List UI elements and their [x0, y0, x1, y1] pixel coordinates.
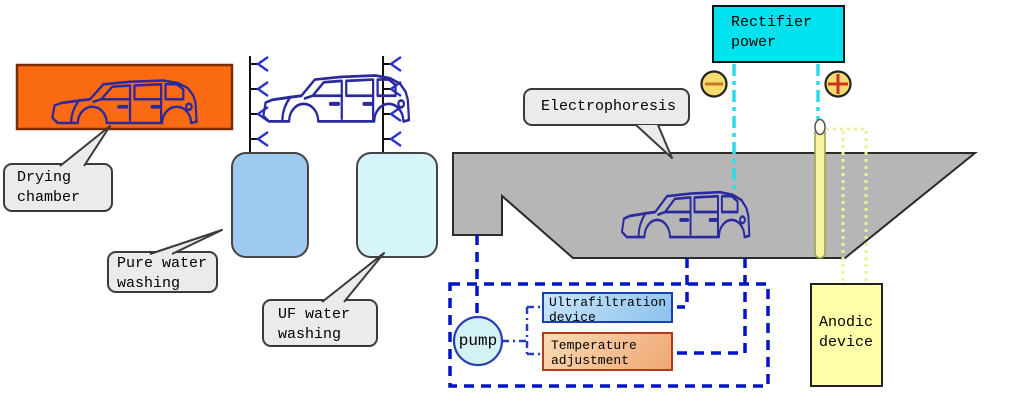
spray-nozzle-icon: [248, 55, 270, 73]
spray-nozzle-icon: [381, 130, 403, 148]
pump-connections: [502, 305, 542, 356]
anode-rod-icon: [814, 127, 826, 259]
rectifier-power-box: Rectifier power: [712, 5, 845, 63]
uf-water-washing-label: UF water washing: [262, 299, 378, 347]
spray-nozzle-icon: [381, 55, 403, 73]
uf-water-tank: [356, 152, 438, 258]
plus-terminal-icon: [824, 70, 852, 98]
electrophoresis-bath: [452, 152, 978, 259]
pure-water-tank: [231, 152, 309, 258]
anodic-device-box: Anodic device: [810, 283, 883, 387]
circulation-loop: [448, 282, 770, 388]
pure-water-washing-label: Pure water washing: [107, 251, 218, 293]
drying-chamber-box: [15, 63, 234, 131]
spray-nozzle-icon: [248, 80, 270, 98]
ultrafiltration-device-box: Ultrafiltration device: [542, 292, 673, 325]
pump-label: pump: [458, 332, 498, 350]
anode-rod-knob: [814, 118, 826, 136]
temperature-to-bath-line: [675, 258, 747, 355]
minus-terminal-icon: [700, 70, 728, 98]
bath-to-ultrafiltration-line: [677, 258, 689, 309]
electrophoresis-label: Electrophoresis: [523, 88, 690, 126]
spray-nozzle-icon: [248, 130, 270, 148]
pump-circle: [452, 315, 504, 367]
temperature-adjustment-box: Temperature adjustment: [542, 332, 673, 371]
drying-chamber-label: Drying chamber: [3, 163, 113, 212]
